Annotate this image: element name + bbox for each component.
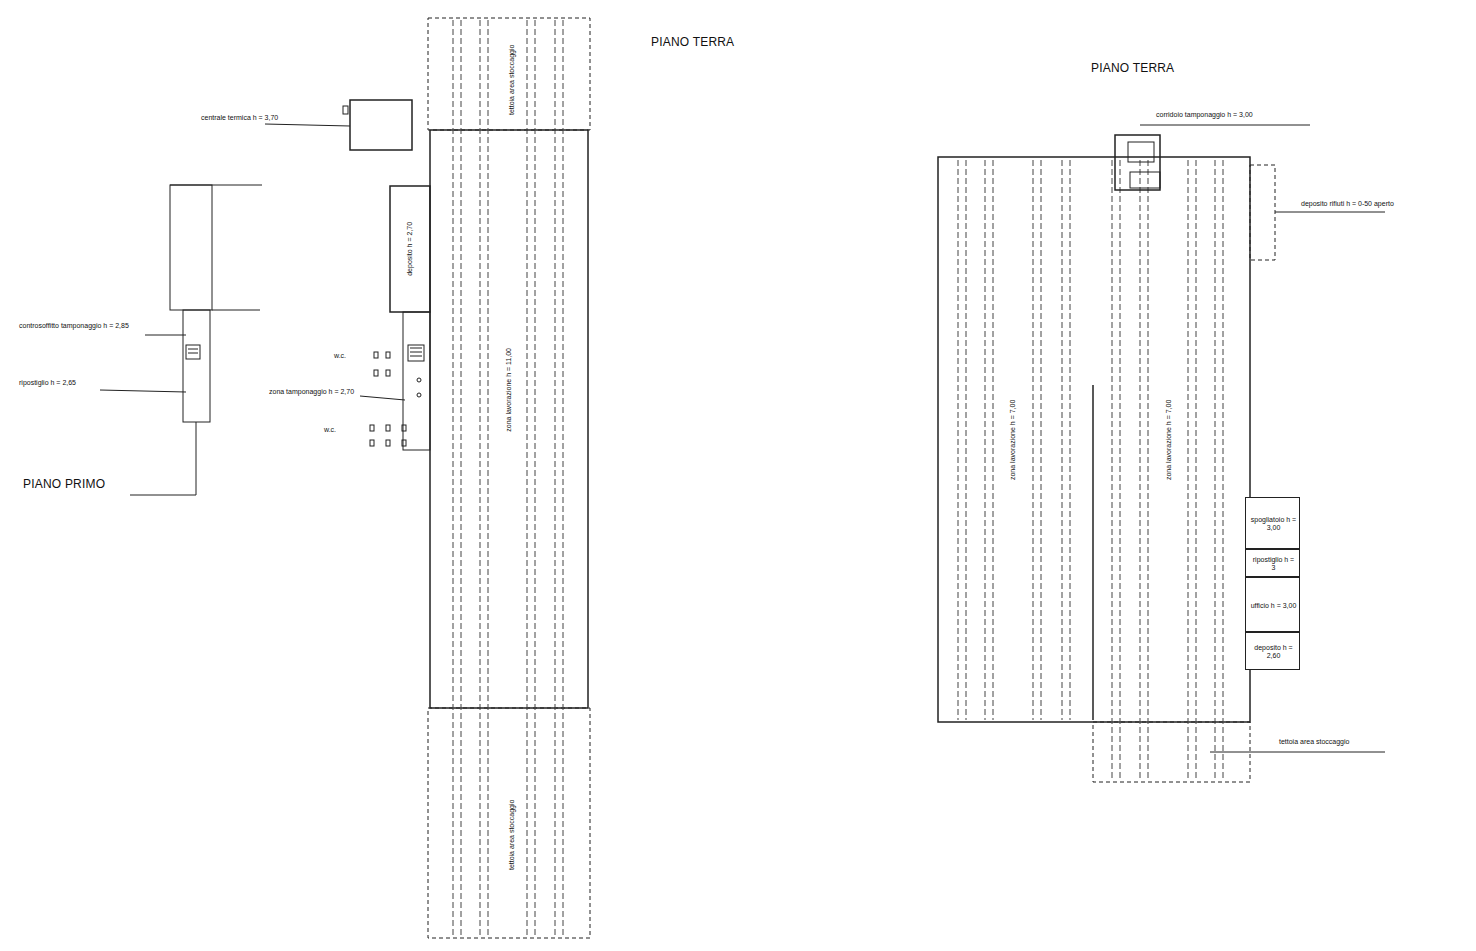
room-label: spogliatoio h = 3,00 xyxy=(1248,516,1299,531)
floor-title: PIANO TERRA xyxy=(1090,62,1175,75)
area-box: tettoia area stoccaggio xyxy=(428,18,590,130)
area-box: deposito h = 2,70 xyxy=(390,186,430,312)
leader-line xyxy=(100,390,186,392)
room-note: ripostiglio h = 2,65 xyxy=(18,379,77,387)
room-box: deposito h = 2,60 xyxy=(1245,632,1300,670)
leader-line xyxy=(360,396,405,400)
room-label: ripostiglio h = 3 xyxy=(1248,556,1299,571)
area-box: zona lavorazione h = 11,00 xyxy=(430,130,588,708)
room-note: centrale termica h = 3,70 xyxy=(200,114,279,122)
area-box: tettoia area stoccaggio xyxy=(428,708,590,938)
column-lines xyxy=(453,20,563,936)
room-box: ripostiglio h = 3 xyxy=(1245,549,1300,577)
room-note: tettoia area stoccaggio xyxy=(1278,738,1350,746)
room-note: corridoio tamponaggio h = 3,00 xyxy=(1155,111,1254,119)
room-box: spogliatoio h = 3,00 xyxy=(1245,497,1300,549)
floor-title: PIANO PRIMO xyxy=(22,478,106,491)
room-label: tettoia area stoccaggio xyxy=(508,42,516,116)
room-label: deposito h = 2,60 xyxy=(1248,644,1299,659)
leader-line xyxy=(1275,212,1385,213)
area-box: zona lavorazione h = 7,00 zona lavorazion… xyxy=(938,157,1250,722)
leader-line xyxy=(145,335,186,336)
leader-line xyxy=(130,422,196,495)
room-label: zona lavorazione h = 7,00 xyxy=(1009,397,1017,481)
room-note: w.c. xyxy=(333,352,347,360)
floor-title: PIANO TERRA xyxy=(650,36,735,49)
room-label: deposito h = 2,70 xyxy=(406,220,414,278)
leader-line xyxy=(265,124,350,126)
room-label: zona lavorazione h = 7,00 xyxy=(1165,397,1173,481)
leader-line xyxy=(1140,125,1310,126)
room-note: w.c. xyxy=(323,426,337,434)
hall-outline xyxy=(938,157,1250,722)
hall-outline xyxy=(430,130,588,708)
leader-line xyxy=(1210,752,1385,753)
room-label: tettoia area stoccaggio xyxy=(508,797,516,871)
canopy-outline xyxy=(428,708,590,938)
room-note: zona tamponaggio h = 2,70 xyxy=(268,388,355,396)
room-note: deposito rifiuti h = 0-50 aperto xyxy=(1300,200,1395,208)
room-label: ufficio h = 3,00 xyxy=(1248,602,1299,610)
column-lines xyxy=(958,160,1223,780)
room-note: controsoffitto tamponaggio h = 2,85 xyxy=(18,322,130,330)
room-label: zona lavorazione h = 11,00 xyxy=(505,346,513,434)
room-box: ufficio h = 3,00 xyxy=(1245,577,1300,632)
canopy-outline xyxy=(428,18,590,130)
